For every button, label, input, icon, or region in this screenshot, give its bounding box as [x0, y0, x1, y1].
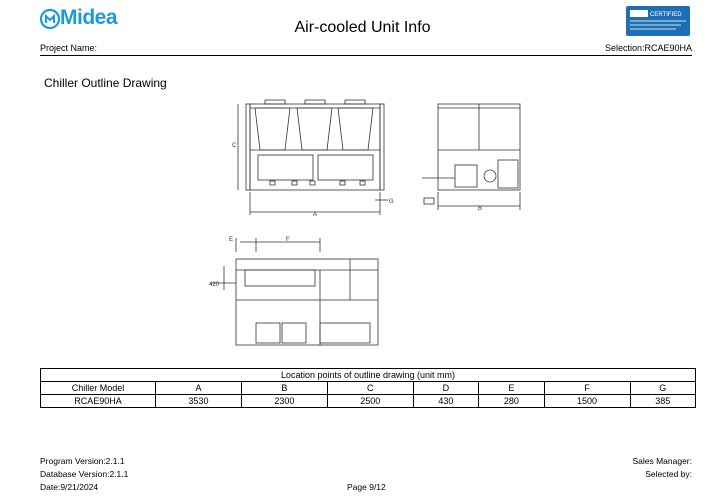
- table-cell: 3530: [155, 394, 242, 408]
- header-cell: Chiller Model: [40, 381, 156, 395]
- header-divider: [40, 55, 692, 56]
- page-title: Air-cooled Unit Info: [294, 19, 431, 36]
- header-cell: B: [240, 381, 328, 395]
- ahri-certified-badge: CERTIFIED: [626, 6, 690, 36]
- program-version: Program Version:2.1.1: [40, 456, 125, 466]
- front-view: [237, 99, 388, 215]
- project-name-label: Project Name:: [40, 43, 98, 53]
- dim-label-c: C: [232, 143, 237, 149]
- dim-label-f: F: [286, 237, 290, 243]
- table-cell: 430: [412, 394, 480, 408]
- table-cell: 385: [629, 394, 696, 408]
- dim-label-e: E: [229, 237, 233, 243]
- header-cell: E: [478, 381, 545, 395]
- section-title: Chiller Outline Drawing: [44, 76, 167, 90]
- dim-label-g: G: [389, 199, 394, 205]
- sales-manager-label: Sales Manager:: [632, 456, 692, 466]
- side-view: [422, 103, 521, 210]
- dim-label-b: B: [478, 206, 482, 212]
- selected-by-label: Selected by:: [645, 469, 692, 479]
- header-cell: D: [412, 381, 480, 395]
- table-cell: 1500: [543, 394, 631, 408]
- brand-logo-text: Midea: [60, 6, 118, 29]
- footer-left: Program Version:2.1.1 Database Version:2…: [40, 455, 128, 494]
- selection-label: Selection:RCAE90HA: [604, 43, 692, 53]
- header-cell: G: [629, 381, 696, 395]
- header-cell: A: [155, 381, 242, 395]
- header-cell: F: [543, 381, 631, 395]
- plan-view: [210, 238, 379, 346]
- table-cell: 280: [478, 394, 545, 408]
- table-row: RCAE90HA 3530 2300 2500 430 280 1500 385: [40, 394, 696, 408]
- location-points-table: Location points of outline drawing (unit…: [40, 368, 696, 408]
- header-cell: C: [326, 381, 414, 395]
- cert-text: CERTIFIED: [650, 12, 682, 18]
- table-caption: Location points of outline drawing (unit…: [40, 368, 696, 382]
- table-header-row: Chiller Model A B C D E F G: [40, 381, 696, 395]
- footer-right: Sales Manager: Selected by:: [632, 455, 692, 481]
- table-cell: 2300: [240, 394, 328, 408]
- dim-label-a: A: [313, 212, 317, 218]
- footer-date: Date:9/21/2024: [40, 482, 99, 492]
- page-number: Page 9/12: [347, 482, 386, 492]
- dim-label-d: 420: [209, 282, 220, 288]
- table-cell: 2500: [326, 394, 414, 408]
- database-version: Database Version:2.1.1: [40, 469, 129, 479]
- midea-logo-icon: [40, 8, 60, 30]
- table-cell: RCAE90HA: [40, 394, 156, 408]
